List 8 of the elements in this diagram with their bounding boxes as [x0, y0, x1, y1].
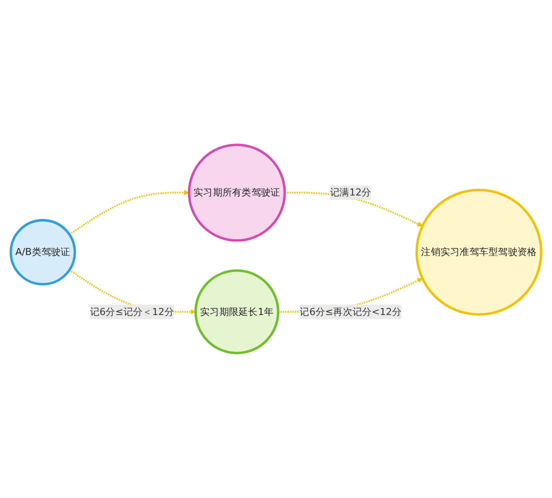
arrow: [68, 190, 190, 236]
edge-label: 记6分≤再次记分<12分: [300, 306, 402, 318]
edge-label: 记满12分: [330, 186, 372, 198]
node-circle: A/B类驾驶证: [10, 219, 76, 286]
node-circle: 注销实习准驾车型驾驶资格: [415, 188, 542, 316]
node-circle: 实习期所有类驾驶证: [188, 144, 286, 242]
node-circle: 实习期限延长1年: [194, 269, 280, 354]
edge-label: 记6分≤记分＜12分: [90, 306, 174, 318]
